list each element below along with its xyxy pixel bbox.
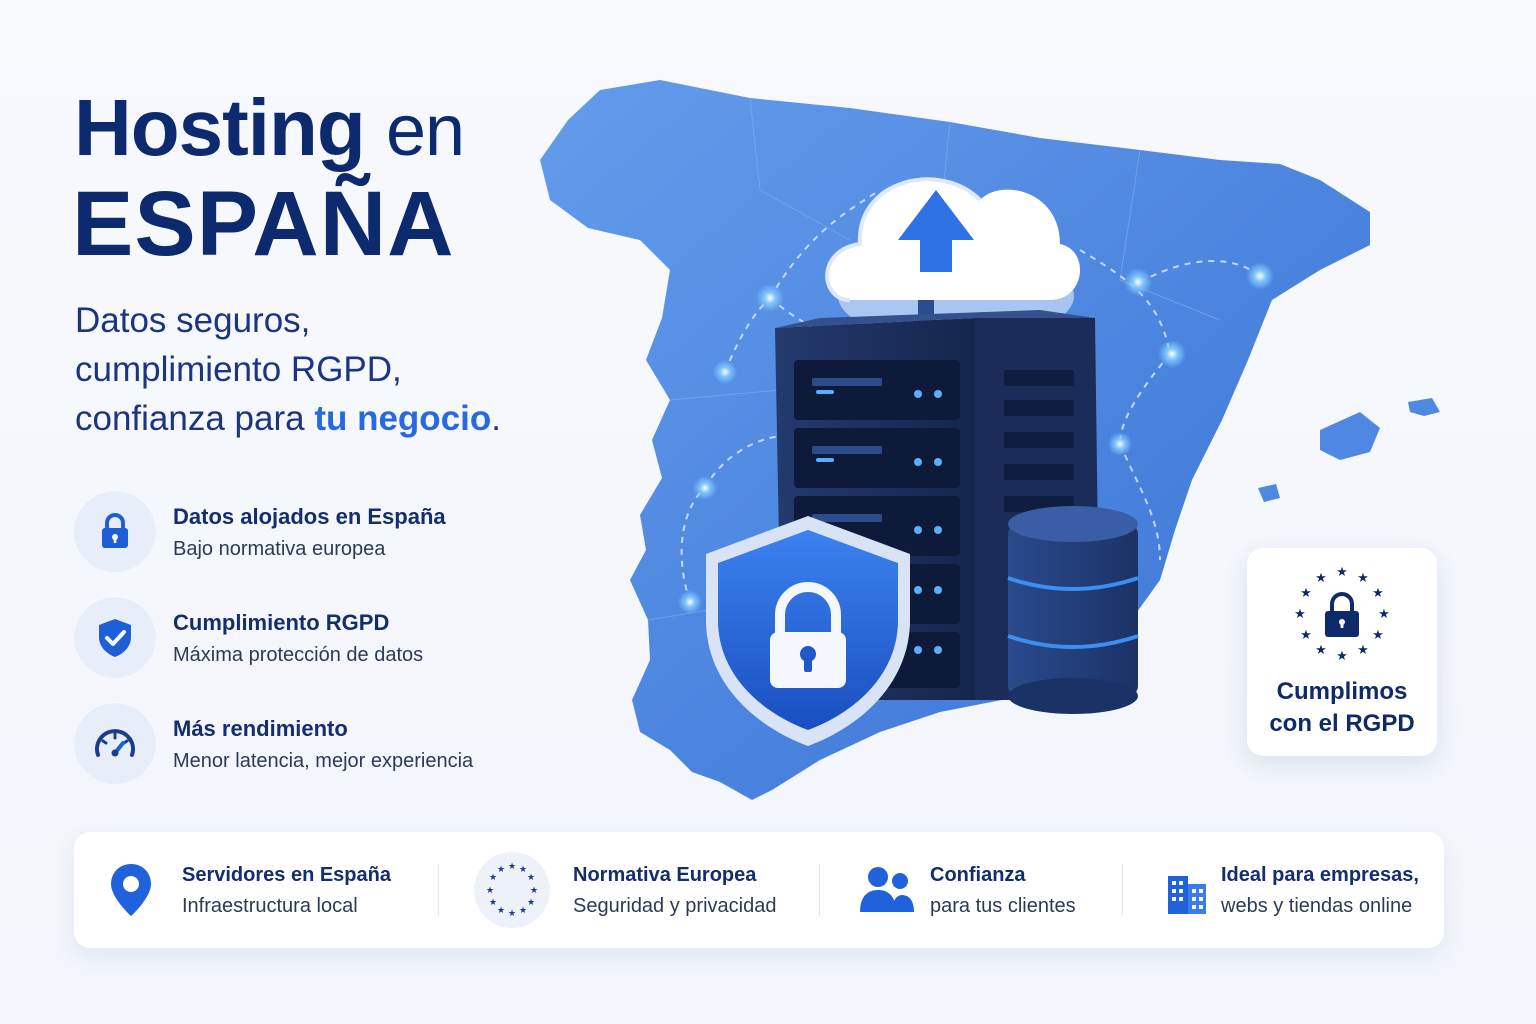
- benefit-title: Servidores en España: [182, 864, 391, 886]
- bottom-divider: [438, 864, 439, 916]
- svg-text:★: ★: [1336, 565, 1348, 580]
- eu-stars-icon-circle: ★★★ ★★★ ★★★ ★★★: [474, 852, 550, 928]
- svg-text:★: ★: [1315, 571, 1327, 586]
- svg-text:★: ★: [519, 865, 527, 875]
- feature-icon-circle: [74, 596, 156, 678]
- subtitle-line-3-plain: confianza para: [75, 399, 315, 438]
- subtitle-line-3: confianza para tu negocio.: [75, 394, 635, 443]
- headline-en: en: [385, 91, 465, 171]
- rgpd-badge-card: ★ ★ ★ ★ ★ ★ ★ ★ ★ ★ ★ ★ Cumplimos con el…: [1247, 548, 1437, 756]
- rgpd-badge-text: Cumplimos con el RGPD: [1247, 676, 1437, 740]
- network-nodes: [678, 262, 1274, 614]
- eu-stars-lock-icon: ★ ★ ★ ★ ★ ★ ★ ★ ★ ★ ★ ★: [1294, 565, 1390, 664]
- feature-title: Datos alojados en España: [173, 504, 446, 529]
- feature-data-hosted: Datos alojados en España Bajo normativa …: [74, 490, 594, 576]
- subtitle: Datos seguros, cumplimiento RGPD, confia…: [75, 296, 635, 443]
- feature-rgpd: Cumplimiento RGPD Máxima protección de d…: [74, 596, 594, 682]
- shield-check-icon: [99, 619, 131, 657]
- bottom-divider: [1122, 864, 1123, 916]
- balearic-ibiza: [1258, 484, 1280, 502]
- svg-text:★: ★: [527, 873, 535, 883]
- svg-text:★: ★: [1315, 643, 1327, 658]
- subtitle-line-2: cumplimiento RGPD,: [75, 350, 402, 389]
- benefit-title: Ideal para empresas,: [1221, 864, 1419, 886]
- svg-text:★: ★: [497, 906, 505, 916]
- svg-text:★: ★: [1294, 607, 1306, 622]
- svg-text:★: ★: [508, 862, 516, 872]
- users-icon: [860, 867, 914, 912]
- bottom-benefits-bar: Servidores en España Infraestructura loc…: [74, 832, 1444, 948]
- feature-desc: Máxima protección de datos: [173, 644, 424, 666]
- svg-text:★: ★: [1300, 586, 1312, 601]
- benefit-trust: Confianza para tus clientes: [834, 832, 1124, 948]
- subtitle-highlight: tu negocio: [314, 399, 492, 438]
- feature-title: Cumplimiento RGPD: [173, 610, 390, 635]
- svg-text:★: ★: [1372, 586, 1384, 601]
- benefit-desc: webs y tiendas online: [1221, 895, 1413, 917]
- lock-icon: [102, 513, 128, 548]
- headline-line-2: ESPAÑA: [72, 173, 455, 275]
- benefit-title: Normativa Europea: [573, 864, 757, 886]
- benefit-title: Confianza: [930, 864, 1026, 886]
- svg-text:★: ★: [1336, 649, 1348, 664]
- headline-hosting: Hosting: [74, 83, 366, 172]
- svg-text:★: ★: [1357, 643, 1369, 658]
- svg-text:★: ★: [489, 873, 497, 883]
- subtitle-line-1: Datos seguros,: [75, 301, 311, 340]
- benefit-eu-regulation: ★★★ ★★★ ★★★ ★★★ Normativa Europea Seguri…: [454, 832, 818, 948]
- benefit-servers-spain: Servidores en España Infraestructura loc…: [74, 832, 438, 948]
- feature-icon-circle: [74, 490, 156, 572]
- svg-text:★: ★: [1372, 628, 1384, 643]
- benefit-businesses: Ideal para empresas, webs y tiendas onli…: [1138, 832, 1438, 948]
- svg-text:★: ★: [497, 865, 505, 875]
- feature-performance: Más rendimiento Menor latencia, mejor ex…: [74, 702, 594, 788]
- feature-title: Más rendimiento: [173, 716, 348, 741]
- svg-text:★: ★: [527, 898, 535, 908]
- feature-desc: Menor latencia, mejor experiencia: [173, 750, 474, 772]
- speedometer-icon: [95, 729, 135, 757]
- svg-text:★: ★: [1357, 571, 1369, 586]
- rgpd-badge-line-2: con el RGPD: [1269, 710, 1415, 737]
- rgpd-badge-line-1: Cumplimos: [1276, 678, 1408, 705]
- benefit-desc: Infraestructura local: [182, 895, 358, 917]
- balearic-menorca: [1408, 398, 1440, 416]
- svg-text:★: ★: [1378, 607, 1390, 622]
- subtitle-line-3-end: .: [491, 399, 501, 438]
- location-pin-icon: [111, 864, 151, 916]
- balearic-mallorca: [1320, 412, 1380, 460]
- svg-text:★: ★: [508, 909, 516, 919]
- feature-icon-circle: [74, 702, 156, 784]
- svg-text:★: ★: [489, 898, 497, 908]
- svg-text:★: ★: [486, 886, 494, 896]
- buildings-icon: [1168, 876, 1206, 914]
- svg-text:★: ★: [1300, 628, 1312, 643]
- feature-desc: Bajo normativa europea: [173, 538, 386, 560]
- headline-line-1: Hosting en: [74, 88, 465, 171]
- shield-lock-icon: [706, 516, 910, 746]
- database-icon: [1007, 506, 1139, 714]
- svg-text:★: ★: [519, 906, 527, 916]
- benefit-desc: para tus clientes: [930, 895, 1076, 917]
- benefit-desc: Seguridad y privacidad: [573, 895, 777, 917]
- bottom-divider: [819, 864, 820, 916]
- spain-map-illustration: [540, 80, 1440, 800]
- svg-text:★: ★: [530, 886, 538, 896]
- eu-stars-icon: ★★★ ★★★ ★★★ ★★★: [486, 862, 538, 919]
